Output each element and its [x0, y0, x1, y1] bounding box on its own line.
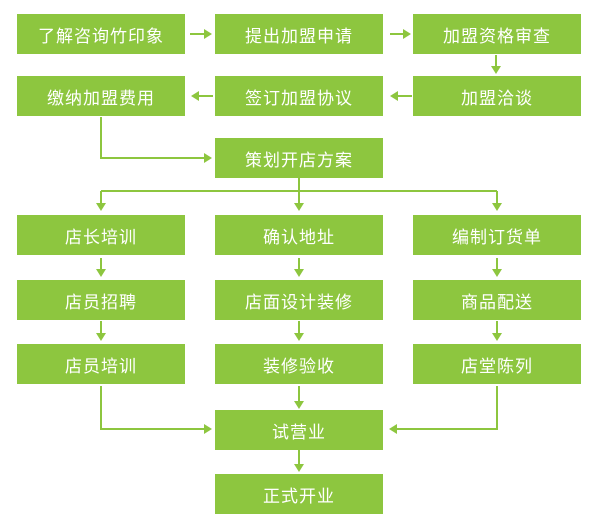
arrowhead: [294, 203, 304, 211]
arrowhead: [294, 464, 304, 472]
arrowhead: [492, 203, 502, 211]
arrow-staff-training-to-trial: [100, 386, 207, 430]
step-product-delivery: 商品配送: [413, 280, 581, 320]
arrowhead: [294, 269, 304, 277]
arrowhead: [204, 424, 212, 434]
step-official-opening: 正式开业: [215, 474, 383, 514]
arrowhead: [492, 333, 502, 341]
arrowhead: [96, 203, 106, 211]
arrowhead: [96, 269, 106, 277]
step-submit-application: 提出加盟申请: [215, 14, 383, 54]
arrowhead: [294, 333, 304, 341]
step-understand-brand: 了解咨询竹印象: [17, 14, 185, 54]
arrowhead: [492, 269, 502, 277]
step-staff-training: 店员培训: [17, 344, 185, 384]
arrowhead: [390, 91, 398, 101]
step-decoration-acceptance: 装修验收: [215, 344, 383, 384]
arrowhead: [96, 333, 106, 341]
arrowhead: [204, 153, 212, 163]
step-pay-fees: 缴纳加盟费用: [17, 76, 185, 116]
step-negotiation: 加盟洽谈: [413, 76, 581, 116]
arrowhead: [389, 424, 397, 434]
step-prepare-order: 编制订货单: [413, 215, 581, 255]
step-store-display: 店堂陈列: [413, 344, 581, 384]
step-trial-operation: 试营业: [215, 410, 383, 450]
arrowhead: [191, 91, 199, 101]
step-store-design: 店面设计装修: [215, 280, 383, 320]
step-confirm-address: 确认地址: [215, 215, 383, 255]
arrowhead: [491, 66, 501, 74]
arrowhead: [294, 401, 304, 409]
arrow-display-to-trial: [394, 386, 498, 430]
arrow-pay-to-plan: [100, 117, 207, 159]
step-staff-recruit: 店员招聘: [17, 280, 185, 320]
step-plan-opening: 策划开店方案: [215, 138, 383, 178]
step-qualification-review: 加盟资格审查: [413, 14, 581, 54]
arrowhead: [403, 29, 411, 39]
arrowhead: [204, 29, 212, 39]
step-manager-training: 店长培训: [17, 215, 185, 255]
step-sign-agreement: 签订加盟协议: [215, 76, 383, 116]
